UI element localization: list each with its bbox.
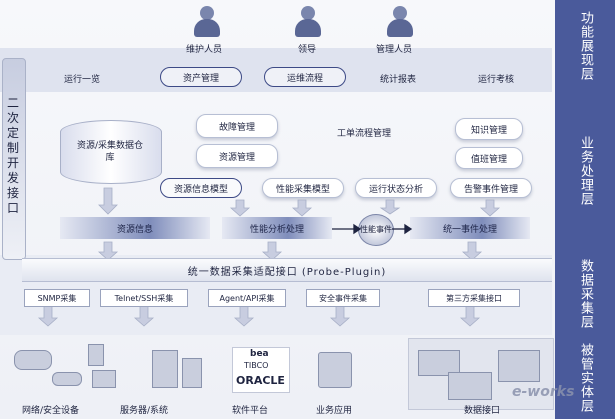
unified-event-bar: 统一事件处理 — [410, 217, 530, 239]
perf-analysis-bar: 性能分析处理 — [222, 217, 332, 239]
custom-dev-interface-label: 二次定制开发接口 — [6, 96, 19, 215]
data-warehouse-label: 资源/采集数据仓库 — [76, 141, 144, 163]
perf-collection-model: 性能采集模型 — [262, 178, 344, 198]
collector-telnet-ssh: Telnet/SSH采集 — [100, 289, 188, 307]
entity-software: 软件平台 — [232, 406, 269, 416]
layer-presentation: 功能展现层 — [555, 0, 615, 92]
server-icon — [92, 370, 116, 388]
software-logos — [232, 347, 290, 393]
person-icon — [190, 6, 224, 38]
router-icon — [14, 350, 52, 370]
person-icon — [383, 6, 417, 38]
function-assessment: 运行考核 — [478, 75, 515, 85]
fault-mgmt: 故障管理 — [196, 114, 278, 138]
server-rack-icon — [152, 350, 178, 388]
function-ops-process: 运维流程 — [264, 67, 346, 87]
entity-server: 服务器/系统 — [120, 406, 169, 416]
entity-network: 网络/安全设备 — [22, 406, 80, 416]
connector-arrows — [37, 187, 501, 327]
layer-collection: 数据采集层 — [555, 250, 615, 337]
resource-info-bar: 资源信息 — [60, 217, 210, 239]
firewall-icon — [88, 344, 104, 366]
function-asset-mgmt: 资产管理 — [160, 67, 242, 87]
workflow-mgmt: 工单流程管理 — [336, 129, 391, 139]
custom-dev-panel — [2, 58, 26, 260]
function-reports: 统计报表 — [380, 75, 417, 85]
collector-third-party: 第三方采集接口 — [428, 289, 520, 307]
server-rack-icon — [182, 358, 202, 388]
duty-mgmt: 值班管理 — [455, 147, 523, 169]
role-manager: 管理人员 — [376, 45, 413, 55]
collector-agent-api: Agent/API采集 — [208, 289, 286, 307]
probe-plugin-bar: 统一数据采集适配接口 (Probe-Plugin) — [22, 258, 552, 282]
collector-snmp: SNMP采集 — [24, 289, 90, 307]
run-status-analysis: 运行状态分析 — [355, 178, 437, 198]
resource-mgmt: 资源管理 — [196, 144, 278, 168]
oracle-logo: ORACLE — [236, 374, 285, 387]
tibco-logo: TIBCO — [244, 361, 269, 370]
layer-business: 业务处理层 — [555, 92, 615, 250]
data-warehouse-cylinder — [60, 120, 162, 184]
board-icon — [448, 372, 492, 400]
switch-icon — [52, 372, 82, 386]
entity-data-interface: 数据接口 — [464, 406, 501, 416]
entity-business: 业务应用 — [316, 406, 353, 416]
alarm-event-mgmt: 告警事件管理 — [450, 178, 532, 198]
collector-security: 安全事件采集 — [306, 289, 380, 307]
bea-logo: bea — [250, 349, 269, 359]
business-app-icon — [318, 352, 352, 388]
perf-event-node: 性能事件 — [358, 214, 394, 246]
resource-info-model: 资源信息模型 — [160, 178, 242, 198]
role-maintainer: 维护人员 — [186, 45, 223, 55]
board-icon — [418, 350, 460, 376]
role-leader: 领导 — [298, 45, 317, 55]
knowledge-mgmt: 知识管理 — [455, 118, 523, 140]
layer-entity: 被管实体层 — [555, 337, 615, 419]
watermark: e-works — [512, 384, 575, 400]
board-icon — [498, 350, 540, 382]
person-icon — [291, 6, 325, 38]
function-overview: 运行一览 — [64, 75, 101, 85]
